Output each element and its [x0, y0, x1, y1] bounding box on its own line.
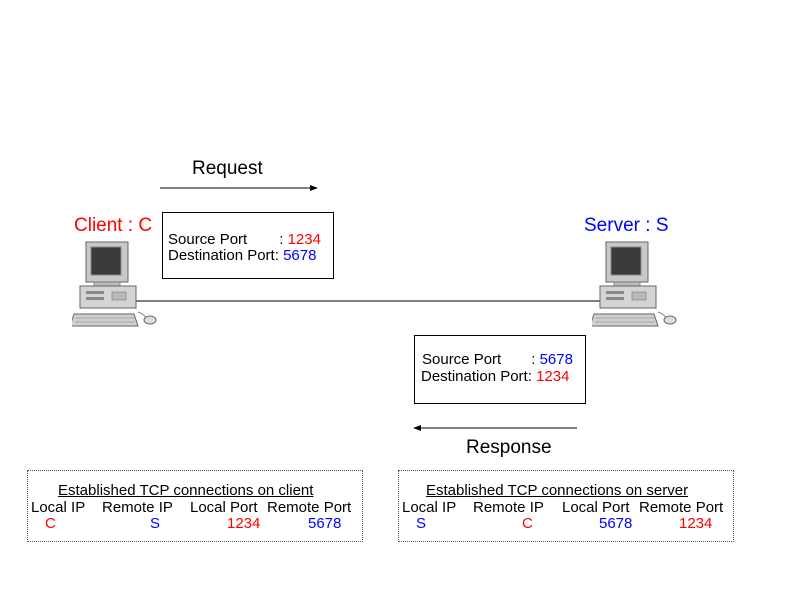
request-label: Request: [192, 158, 263, 179]
request-dest-label: Destination Port:: [168, 247, 284, 264]
client-cell-local-ip: C: [45, 515, 56, 532]
server-cell-remote-ip: C: [522, 515, 533, 532]
server-cell-remote-port: 1234: [679, 515, 713, 532]
client-label: Client : C: [74, 215, 152, 237]
server-cell-local-ip: S: [416, 515, 427, 532]
server-header-local-ip: Local IP: [402, 499, 457, 516]
server-connections-table: Established TCP connections on server Lo…: [398, 470, 734, 542]
response-label: Response: [466, 437, 552, 458]
request-source-sep: :: [279, 231, 288, 248]
server-cell-local-port: 5678: [599, 515, 633, 532]
client-cell-remote-ip: S: [150, 515, 161, 532]
response-dest-label: Destination Port:: [421, 368, 537, 385]
request-source-label: Source Port: [168, 231, 248, 248]
client-connections-table: Established TCP connections on client Lo…: [27, 470, 363, 542]
response-source-label: Source Port: [422, 351, 502, 368]
client-computer-icon: [72, 241, 157, 327]
client-cell-remote-port: 5678: [308, 515, 342, 532]
server-label-prefix: Server :: [584, 215, 656, 236]
client-label-letter: C: [138, 215, 153, 236]
client-header-remote-port: Remote Port: [267, 499, 352, 516]
request-source-port: Source Port: 1234: [168, 231, 321, 248]
server-label: Server : S: [584, 215, 669, 237]
client-cell-local-port: 1234: [227, 515, 261, 532]
response-source-port: Source Port: 5678: [422, 351, 573, 368]
response-source-sep: :: [531, 351, 540, 368]
request-destination-port: Destination Port: 5678: [168, 247, 316, 264]
client-label-prefix: Client :: [74, 215, 139, 236]
server-label-letter: S: [655, 215, 669, 236]
request-packet-box: Source Port: 1234 Destination Port: 5678: [162, 212, 334, 279]
server-header-remote-ip: Remote IP: [473, 499, 544, 516]
response-dest-value: 1234: [536, 368, 570, 385]
request-source-value: 1234: [287, 231, 321, 248]
client-header-remote-ip: Remote IP: [102, 499, 173, 516]
client-header-local-port: Local Port: [190, 499, 258, 516]
server-header-remote-port: Remote Port: [639, 499, 724, 516]
response-arrow: [413, 425, 577, 431]
server-computer-icon: [592, 241, 677, 327]
response-destination-port: Destination Port: 1234: [421, 368, 569, 385]
response-packet-box: Source Port: 5678 Destination Port: 1234: [414, 335, 586, 404]
client-table-title: Established TCP connections on client: [58, 482, 314, 499]
client-header-local-ip: Local IP: [31, 499, 86, 516]
server-header-local-port: Local Port: [562, 499, 630, 516]
request-arrow: [160, 185, 318, 191]
request-dest-value: 5678: [283, 247, 317, 264]
response-source-value: 5678: [539, 351, 573, 368]
server-table-title: Established TCP connections on server: [426, 482, 689, 499]
